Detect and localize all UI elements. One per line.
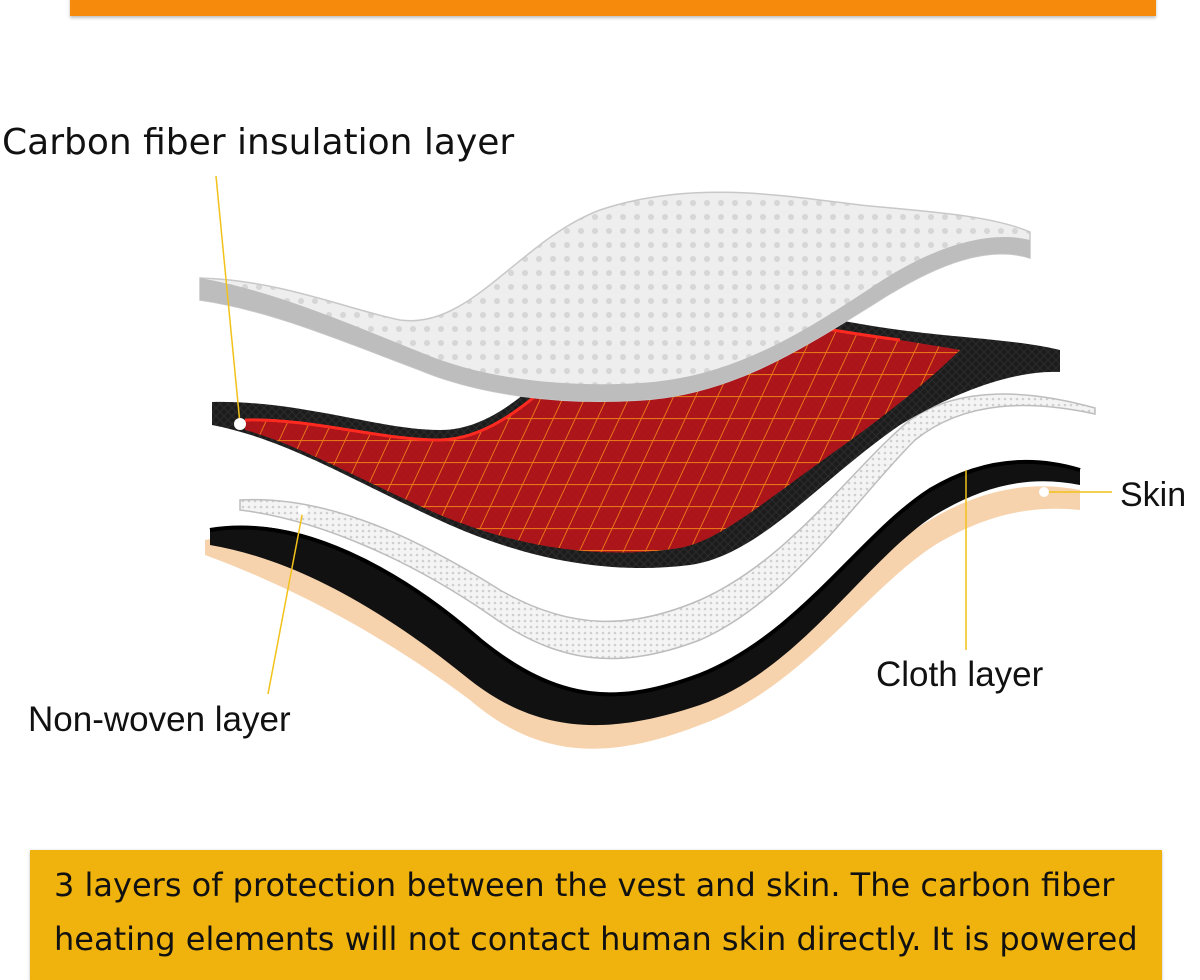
cloth-layer <box>209 459 1081 726</box>
skin-label: Skin <box>1120 476 1187 514</box>
carbon-fiber-leader <box>215 175 241 425</box>
layer-diagram <box>199 175 1112 749</box>
description-line-2: heating elements will not contact human … <box>54 920 1138 958</box>
carbon-fiber-label: Carbon fiber insulation layer <box>2 122 515 163</box>
carbon-fiber-heating-layer <box>212 303 1060 569</box>
cloth-label: Cloth layer <box>876 655 1044 694</box>
skin-layer <box>205 486 1080 749</box>
non-woven-leader <box>267 509 304 695</box>
non-woven-label: Non-woven layer <box>28 700 291 739</box>
cloth-marker <box>960 458 972 470</box>
top-banner <box>70 0 1156 16</box>
non-woven-layer <box>239 393 1096 660</box>
insulation-layer <box>199 191 1031 402</box>
leader-lines <box>215 175 1112 695</box>
non-woven-marker <box>298 505 308 515</box>
description-banner: 3 layers of protection between the vest … <box>30 850 1162 980</box>
skin-marker <box>1039 487 1049 497</box>
carbon-fiber-marker <box>234 418 246 430</box>
description-line-1: 3 layers of protection between the vest … <box>54 866 1115 904</box>
